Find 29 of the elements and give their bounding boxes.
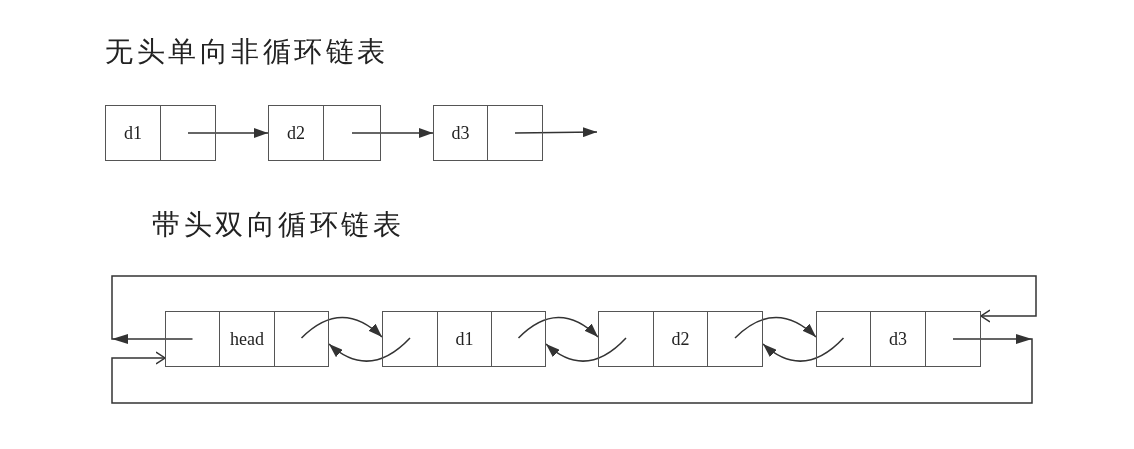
arrow [545, 337, 627, 362]
list-node-data-box: head [219, 311, 275, 367]
list-node-pointer-box [165, 311, 220, 367]
list-node-data-box: d3 [433, 105, 488, 161]
list-node-pointer-box [491, 311, 546, 367]
arrow [734, 316, 817, 339]
list-node-data-box: d3 [870, 311, 926, 367]
list-node-pointer-box [598, 311, 654, 367]
list-node-pointer-box [487, 105, 543, 161]
arrow [514, 127, 598, 138]
section-heading: 带头双向循环链表 [152, 210, 404, 241]
list-node-data-box: d2 [268, 105, 324, 161]
list-node-pointer-box [274, 311, 329, 367]
list-node-pointer-box [323, 105, 381, 161]
list-node-pointer-box [382, 311, 438, 367]
list-node-pointer-box [707, 311, 763, 367]
arrow [187, 128, 269, 138]
list-node-pointer-box [160, 105, 216, 161]
list-node-data-box: d1 [105, 105, 161, 161]
arrow [762, 337, 845, 362]
arrow [300, 316, 383, 339]
list-node-data-box: d1 [437, 311, 492, 367]
section-heading: 无头单向非循环链表 [105, 37, 389, 68]
arrow [351, 128, 434, 138]
list-node-pointer-box [925, 311, 981, 367]
arrow [517, 316, 599, 339]
list-node-data-box: d2 [653, 311, 708, 367]
arrow [328, 337, 411, 362]
list-node-pointer-box [816, 311, 871, 367]
